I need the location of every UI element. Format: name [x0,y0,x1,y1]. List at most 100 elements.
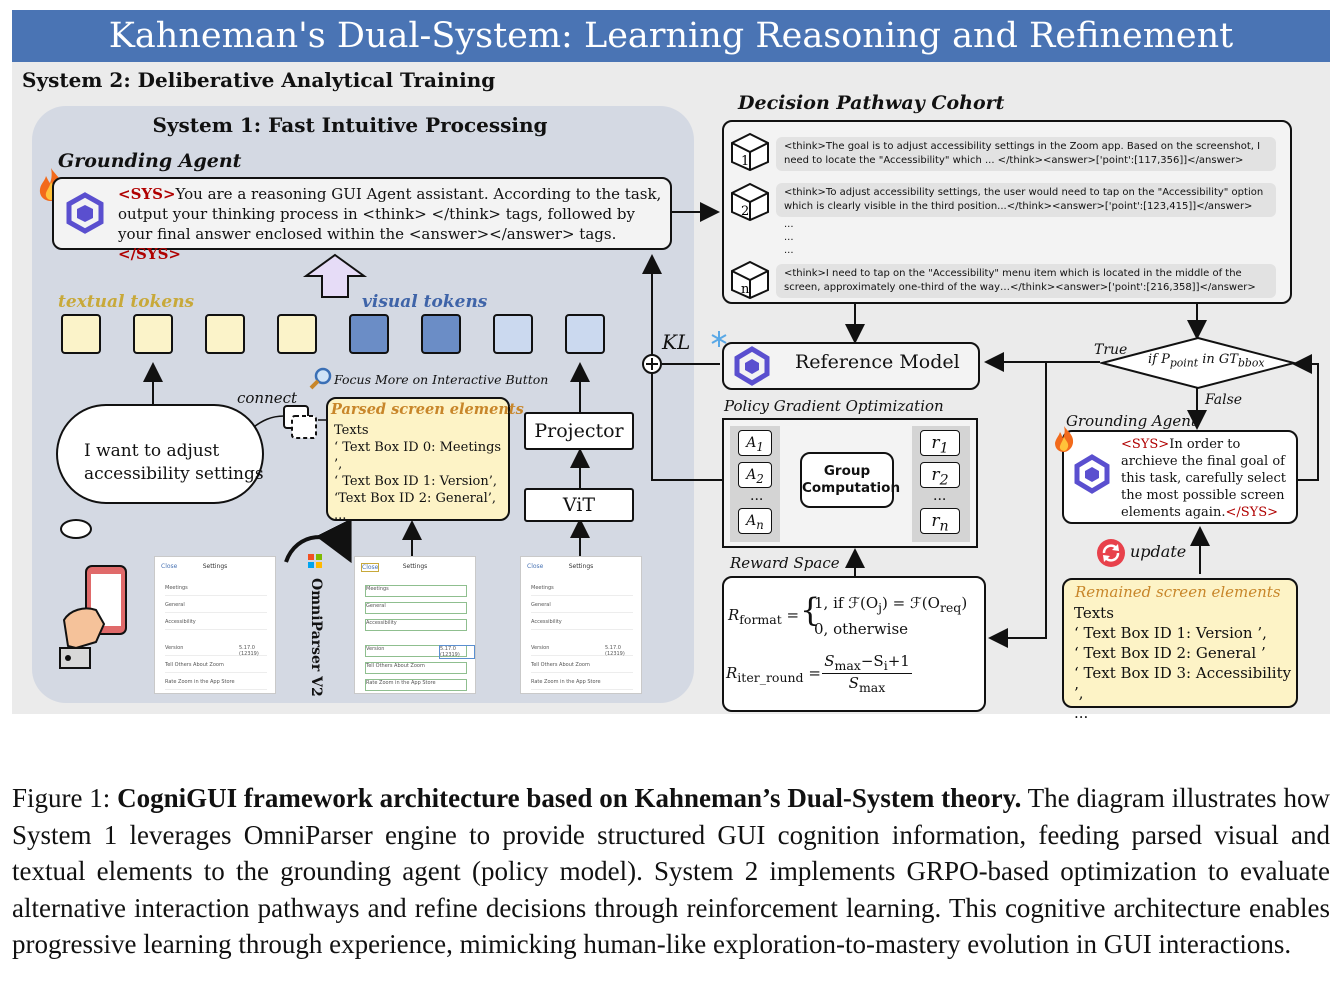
screen-close: Close [361,563,380,572]
reward-r1: r1 [920,430,960,456]
r-format-label: Rformat = [728,606,800,627]
grounding-agent-prompt: <SYS>You are a reasoning GUI Agent assis… [118,184,668,264]
visual-token [493,314,533,354]
parsed-elements-list: ‘ Text Box ID 0: Meetings ’, ‘ Text Box … [334,439,510,524]
connect-label: connect [237,389,298,407]
screen-row: Accessibility [531,619,633,630]
reward-space-label: Reward Space [730,554,840,572]
textual-token [205,314,245,354]
case-one: 1, if ℱ(Oj) = ℱ(Oreq) [814,594,967,615]
reward-symbol: r [931,465,940,485]
frac-den-symbol: S [848,674,859,692]
condition-prefix: if P [1148,352,1170,367]
screen-row: Tell Others About Zoom [365,662,467,674]
sys-open-tag: <SYS> [1121,437,1170,452]
grounding-agent-label: Grounding Agent [58,150,242,172]
group-computation-box: Group Computation [800,452,900,508]
fire-icon [1055,426,1074,452]
cohort-ellipsis: ... [784,219,794,230]
focus-label: Focus More on Interactive Button [334,372,549,387]
r-iter-sub: iter_round [737,670,804,685]
screen-row: Version [365,645,467,657]
case1-mid: ) = ℱ(O [882,594,940,612]
screen-title: Settings [202,563,228,570]
cohort-label: Decision Pathway Cohort [738,92,1005,114]
screen-row: Meetings [365,585,467,597]
refine-agent-prompt: <SYS>In order to archieve the final goal… [1121,436,1291,521]
case1-text: 1, if ℱ(O [814,594,879,612]
reward-r2: r2 [920,462,960,488]
decision-condition: if Ppoint in GTbbox [1148,352,1264,370]
frac-num-sub2: i [883,658,888,673]
screen-close: Close [161,563,178,570]
reference-model-label: Reference Model [795,351,960,373]
r-format-symbol: R [728,606,740,624]
qwen-logo-icon [66,192,104,234]
windows-logo-icon [308,554,322,568]
condition-sub1: point [1169,356,1199,370]
cube-icon: 1 [731,132,769,172]
reward-symbol: r [931,511,940,531]
screen-version-value: 5.17.0 (12319) [439,645,475,659]
cohort-ellipsis: ... [784,245,794,256]
parsed-element-item: ... [334,508,347,523]
screen-title: Settings [568,563,594,570]
parsed-element-item: ‘ Text Box ID 1: Version’, [334,474,498,489]
frac-num-mid: −S [860,652,884,670]
vit-box: ViT [524,488,634,522]
screenshot-original: Close Settings Meetings General Accessib… [154,556,276,694]
system2-label: System 2: Deliberative Analytical Traini… [22,68,496,92]
remained-elements-list: ‘ Text Box ID 1: Version ’, ‘ Text Box I… [1074,623,1296,723]
advantage-a1: A1 [738,430,772,456]
screen-version-value: 5.17.0 (12319) [239,645,259,657]
reward-space-box [722,576,986,712]
visual-token [349,314,389,354]
remained-element-item: ‘ Text Box ID 1: Version ’, [1074,624,1267,642]
prompt-text: You are a reasoning GUI Agent assistant.… [118,185,662,243]
decision-diamond [1100,336,1296,390]
reward-ellipsis: ... [933,488,947,504]
brace: { [800,591,821,629]
condition-sub2: bbox [1237,356,1265,370]
r-iter-symbol: R [726,664,738,682]
screenshot-parsed: Close Settings Meetings General Accessib… [354,556,476,694]
visual-token [421,314,461,354]
textual-token [61,314,101,354]
screen-row: Rate Zoom in the App Store [165,679,267,690]
refresh-icon [1097,539,1125,567]
visual-token [565,314,605,354]
case1-end: ) [961,594,968,612]
frac-den-sub: max [858,680,886,695]
remained-element-item: ‘ Text Box ID 3: Accessibility ’, [1074,664,1292,702]
screen-row: Meetings [165,585,267,596]
reward-sub: 2 [939,472,949,489]
visual-tokens-label: visual tokens [362,292,488,312]
thought-bubble-tail [60,519,92,539]
cohort-row: <think>The goal is to adjust accessibili… [776,137,1276,171]
caption-body: The diagram illustrates how System 1 lev… [12,783,1330,959]
reward-symbol: r [931,433,940,453]
r-iter-label: Riter_round = [726,664,821,685]
false-label: False [1205,392,1243,408]
screen-row: Rate Zoom in the App Store [531,679,633,690]
omniparser-label: OmniParser V2 [308,578,324,697]
screen-row: Rate Zoom in the App Store [365,679,467,691]
svg-text:n: n [741,282,750,297]
screen-version-value: 5.17.0 (12319) [605,645,625,657]
cohort-row: <think>To adjust accessibility settings,… [776,183,1276,217]
textual-tokens-label: textual tokens [58,292,195,312]
remained-element-item: ... [1074,704,1089,722]
screen-row: General [531,602,633,613]
update-label: update [1130,542,1187,561]
case1-sub: j [878,600,883,615]
advantage-sub: n [756,517,764,532]
svg-text:2: 2 [741,204,749,219]
refine-agent-label: Grounding Agent [1066,412,1197,430]
screen-row: General [165,602,267,613]
qwen-logo-icon [734,346,770,386]
parsed-elements-title: Parsed screen elements [331,401,524,418]
refine-agent-box [1062,430,1298,524]
screen-close: Close [527,563,544,570]
case1-sub2: req [939,600,962,615]
cube-icon: n [731,260,769,300]
